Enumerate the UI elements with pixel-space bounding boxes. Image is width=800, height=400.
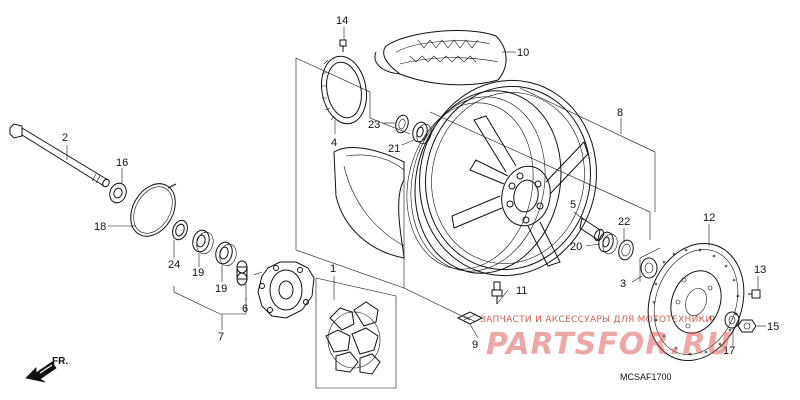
disc-bolt-13[interactable] — [748, 289, 761, 299]
leader-lines — [66, 27, 766, 346]
damper-box — [315, 277, 397, 389]
label-2: 2 — [62, 132, 68, 144]
label-9: 9 — [472, 339, 478, 351]
watermark: ЗАПЧАСТИ И АКСЕССУАРЫ ДЛЯ МОТОТЕХНИКИ PA… — [480, 315, 732, 362]
collar-16[interactable] — [107, 181, 129, 205]
bearing-19b[interactable] — [213, 240, 238, 267]
label-11: 11 — [516, 285, 527, 297]
washer-17[interactable] — [724, 311, 740, 329]
watermark-logo: PARTSFOR.RU — [486, 327, 732, 362]
wheel-rim-8[interactable] — [392, 64, 615, 292]
bolt-14[interactable] — [339, 39, 347, 52]
watermark-text: ЗАПЧАСТИ И АКСЕССУАРЫ ДЛЯ МОТОТЕХНИКИ — [480, 315, 712, 325]
circlip-18[interactable] — [122, 176, 185, 244]
label-22: 22 — [618, 216, 630, 228]
label-18: 18 — [94, 221, 106, 233]
label-21: 21 — [388, 143, 400, 155]
side-collar-3[interactable] — [631, 257, 658, 283]
label-7: 7 — [218, 331, 224, 343]
wheel-damper-1[interactable] — [325, 301, 381, 375]
label-12: 12 — [703, 212, 715, 224]
bearing-21[interactable] — [411, 121, 434, 146]
diagram-code: MCSAF1700 — [620, 372, 672, 382]
air-valve-11[interactable] — [491, 281, 503, 304]
tire-10[interactable] — [374, 30, 507, 86]
pulser-ring-4[interactable] — [316, 53, 371, 128]
spacer-6[interactable] — [236, 260, 248, 286]
label-8: 8 — [617, 107, 623, 119]
driven-flange[interactable] — [253, 261, 315, 319]
label-13: 13 — [754, 264, 766, 276]
balance-weight-9[interactable] — [456, 311, 484, 325]
label-20: 20 — [570, 241, 582, 253]
label-6: 6 — [242, 303, 248, 315]
axle[interactable] — [9, 123, 111, 188]
dust-seal-22[interactable] — [617, 239, 636, 262]
dust-seal-23[interactable] — [394, 114, 410, 134]
bearing-19a[interactable] — [190, 228, 215, 255]
label-3: 3 — [620, 278, 626, 290]
nut-15[interactable] — [737, 319, 757, 333]
brake-disc-12[interactable] — [632, 230, 759, 374]
ring-24[interactable] — [170, 218, 190, 242]
label-1: 1 — [330, 263, 336, 275]
label-24: 24 — [168, 259, 180, 271]
bearing-20[interactable] — [597, 231, 620, 256]
bracket-7 — [173, 286, 247, 315]
label-4: 4 — [331, 137, 337, 149]
label-17: 17 — [723, 345, 735, 357]
label-16: 16 — [116, 157, 128, 169]
front-label: FR. — [52, 356, 68, 367]
label-19b: 19 — [215, 283, 227, 295]
inner-tube-half[interactable] — [333, 146, 405, 259]
front-direction-arrow: FR. — [25, 356, 68, 383]
label-5: 5 — [570, 199, 576, 211]
label-19a: 19 — [192, 267, 204, 279]
label-14: 14 — [336, 15, 348, 27]
label-15: 15 — [767, 321, 779, 333]
label-23: 23 — [368, 119, 380, 131]
label-10: 10 — [517, 47, 529, 59]
part-labels: 2 16 18 24 19 19 6 7 1 14 4 23 21 10 8 5… — [62, 15, 779, 357]
collar-5[interactable] — [579, 217, 605, 242]
